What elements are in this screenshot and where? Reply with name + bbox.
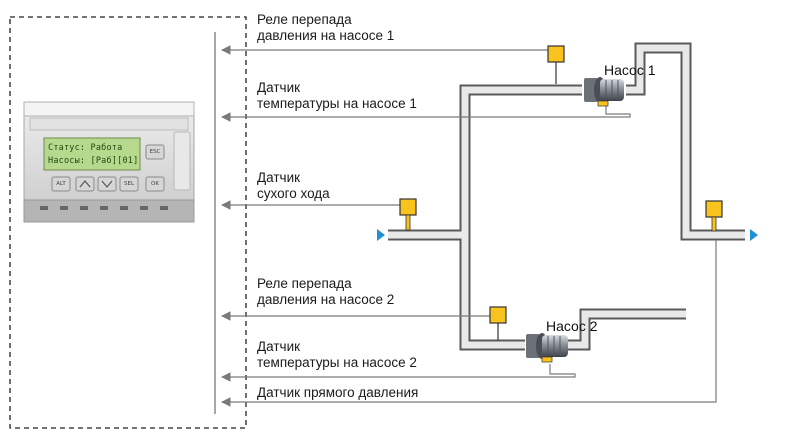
- signal-relay-1: [221, 45, 557, 62]
- signal-temp-2: [221, 364, 576, 382]
- label-dry-run-sensor: Датчик сухого хода: [257, 170, 330, 201]
- outlet-flow-arrow: [750, 229, 758, 241]
- ok-key: [145, 176, 165, 192]
- pump-1-motor: [584, 77, 624, 107]
- signal-temp-1: [221, 103, 631, 122]
- esc-key: [145, 144, 165, 160]
- pump-2-motor: [526, 333, 568, 363]
- sensor-dry-run: [399, 198, 417, 231]
- label-pressure-relay-1: Реле перепада давления на насосе 1: [257, 12, 395, 43]
- alt-key-label: ALT: [56, 181, 66, 187]
- ok-key-label: OK: [151, 181, 159, 187]
- sensor-relay-1: [547, 45, 565, 84]
- signal-relay-2: [221, 311, 499, 325]
- signal-dry-run: [221, 200, 409, 211]
- label-direct-pressure-sensor: Датчик прямого давления: [257, 385, 419, 400]
- label-temp-sensor-1: Датчик температуры на насосе 1: [257, 80, 417, 111]
- signal-direct-pressure: [221, 240, 717, 407]
- label-temp-sensor-2: Датчик температуры на насосе 2: [257, 339, 417, 370]
- lcd-line-1: Статус: Работа: [48, 143, 123, 153]
- sel-key-label: SEL: [123, 181, 135, 187]
- alt-key: [51, 176, 71, 192]
- inlet-flow-arrow: [377, 229, 385, 241]
- controller-device: [23, 101, 195, 223]
- up-key: [75, 176, 95, 192]
- down-key: [97, 176, 117, 192]
- label-pressure-relay-2: Реле перепада давления на насосе 2: [257, 276, 395, 307]
- pipe-network: [388, 42, 745, 351]
- sensor-relay-2: [489, 306, 507, 340]
- sel-key: [119, 176, 139, 192]
- lcd-line-2: Насосы: [Раб][01]: [48, 156, 139, 166]
- pump-2-label: Насос 2: [546, 318, 598, 334]
- pump-1-label: Насос 1: [604, 62, 656, 78]
- sensor-direct-pressure: [705, 200, 723, 232]
- lcd-screen: [43, 137, 141, 171]
- controller-boundary: [9, 16, 247, 429]
- esc-key-label: ESC: [149, 149, 161, 155]
